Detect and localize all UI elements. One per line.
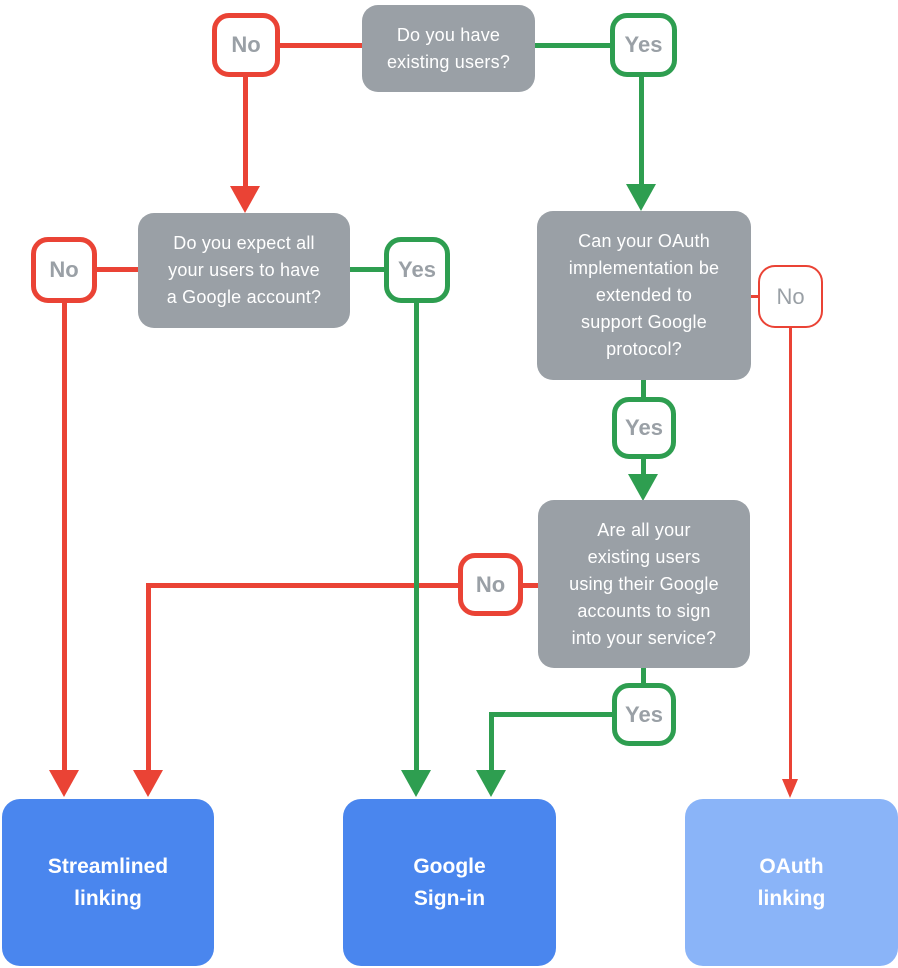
connector-no2-to-q2 [97, 267, 138, 272]
badge-no-users-google-signin: No [458, 553, 523, 616]
connector-yes4-elbow-down [489, 712, 494, 770]
connector-q1-to-yes1 [535, 43, 610, 48]
outcome-google-signin: Google Sign-in [343, 799, 556, 966]
question-users-google-signin: Are all your existing users using their … [538, 500, 750, 668]
arrowhead-down-icon [782, 779, 798, 798]
connector-no4-elbow-horizontal [146, 583, 458, 588]
badge-no-oauth-extended: No [758, 265, 823, 328]
badge-yes-oauth-extended: Yes [612, 397, 676, 459]
connector-q3-to-no3 [751, 295, 758, 298]
connector-no1-down [243, 77, 248, 186]
badge-no-existing-users: No [212, 13, 280, 77]
connector-yes1-down [639, 77, 644, 184]
question-existing-users: Do you have existing users? [362, 5, 535, 92]
connector-yes2-down [414, 303, 419, 770]
connector-no3-down [789, 328, 792, 779]
connector-no4-to-q4 [523, 583, 538, 588]
badge-no-google-account: No [31, 237, 97, 303]
badge-yes-users-google-signin: Yes [612, 683, 676, 746]
connector-no1-to-q1 [280, 43, 362, 48]
connector-no4-elbow-down [146, 583, 151, 770]
connector-q2-to-yes2 [350, 267, 384, 272]
arrowhead-down-icon [476, 770, 506, 797]
arrowhead-down-icon [628, 474, 658, 501]
outcome-oauth-linking: OAuth linking [685, 799, 898, 966]
question-google-account: Do you expect all your users to have a G… [138, 213, 350, 328]
arrowhead-down-icon [230, 186, 260, 213]
badge-yes-google-account: Yes [384, 237, 450, 303]
connector-q3-to-yes3 [641, 380, 646, 397]
arrowhead-down-icon [401, 770, 431, 797]
arrowhead-down-icon [49, 770, 79, 797]
question-oauth-extended: Can your OAuth implementation be extende… [537, 211, 751, 380]
connector-no2-down [62, 303, 67, 770]
outcome-streamlined-linking: Streamlined linking [2, 799, 214, 966]
connector-q4-to-yes4 [641, 668, 646, 683]
connector-yes4-elbow-horizontal [489, 712, 612, 717]
badge-yes-existing-users: Yes [610, 13, 677, 77]
arrowhead-down-icon [133, 770, 163, 797]
arrowhead-down-icon [626, 184, 656, 211]
connector-yes3-down [641, 459, 646, 475]
